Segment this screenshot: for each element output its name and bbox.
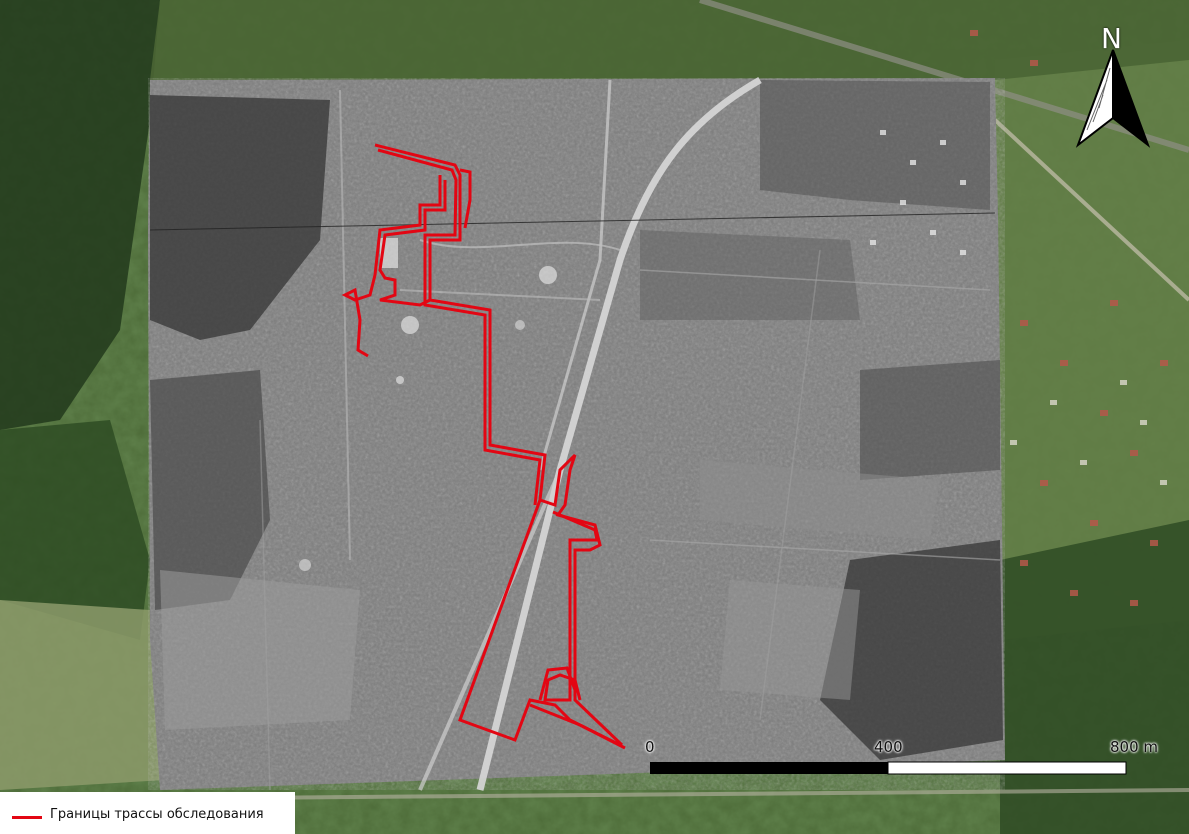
scale-label-mid: 400 bbox=[874, 738, 903, 756]
north-arrow-icon bbox=[1075, 49, 1151, 148]
map-legend: Границы трассы обследования bbox=[0, 792, 295, 834]
scale-bar-black bbox=[650, 762, 888, 774]
route-segment-south-spur bbox=[529, 666, 626, 750]
route-segment-west-loop bbox=[341, 168, 472, 358]
scale-bar bbox=[650, 761, 1127, 775]
route-segment-corridor-inner bbox=[543, 510, 599, 702]
scale-bar-white bbox=[887, 761, 1127, 775]
scale-label-end: 800 m bbox=[1110, 738, 1159, 756]
north-arrow-letter: N bbox=[1101, 22, 1122, 55]
scale-label-zero: 0 bbox=[645, 738, 655, 756]
route-segment-north bbox=[374, 143, 624, 747]
legend-route-swatch bbox=[12, 816, 42, 819]
route-segment-west-inner bbox=[378, 180, 447, 307]
route-segment-north-inner bbox=[377, 148, 542, 506]
survey-route-boundary[interactable] bbox=[341, 143, 626, 750]
legend-route-label: Границы трассы обследования bbox=[50, 807, 264, 822]
historic-aerial-photo bbox=[148, 76, 1005, 791]
